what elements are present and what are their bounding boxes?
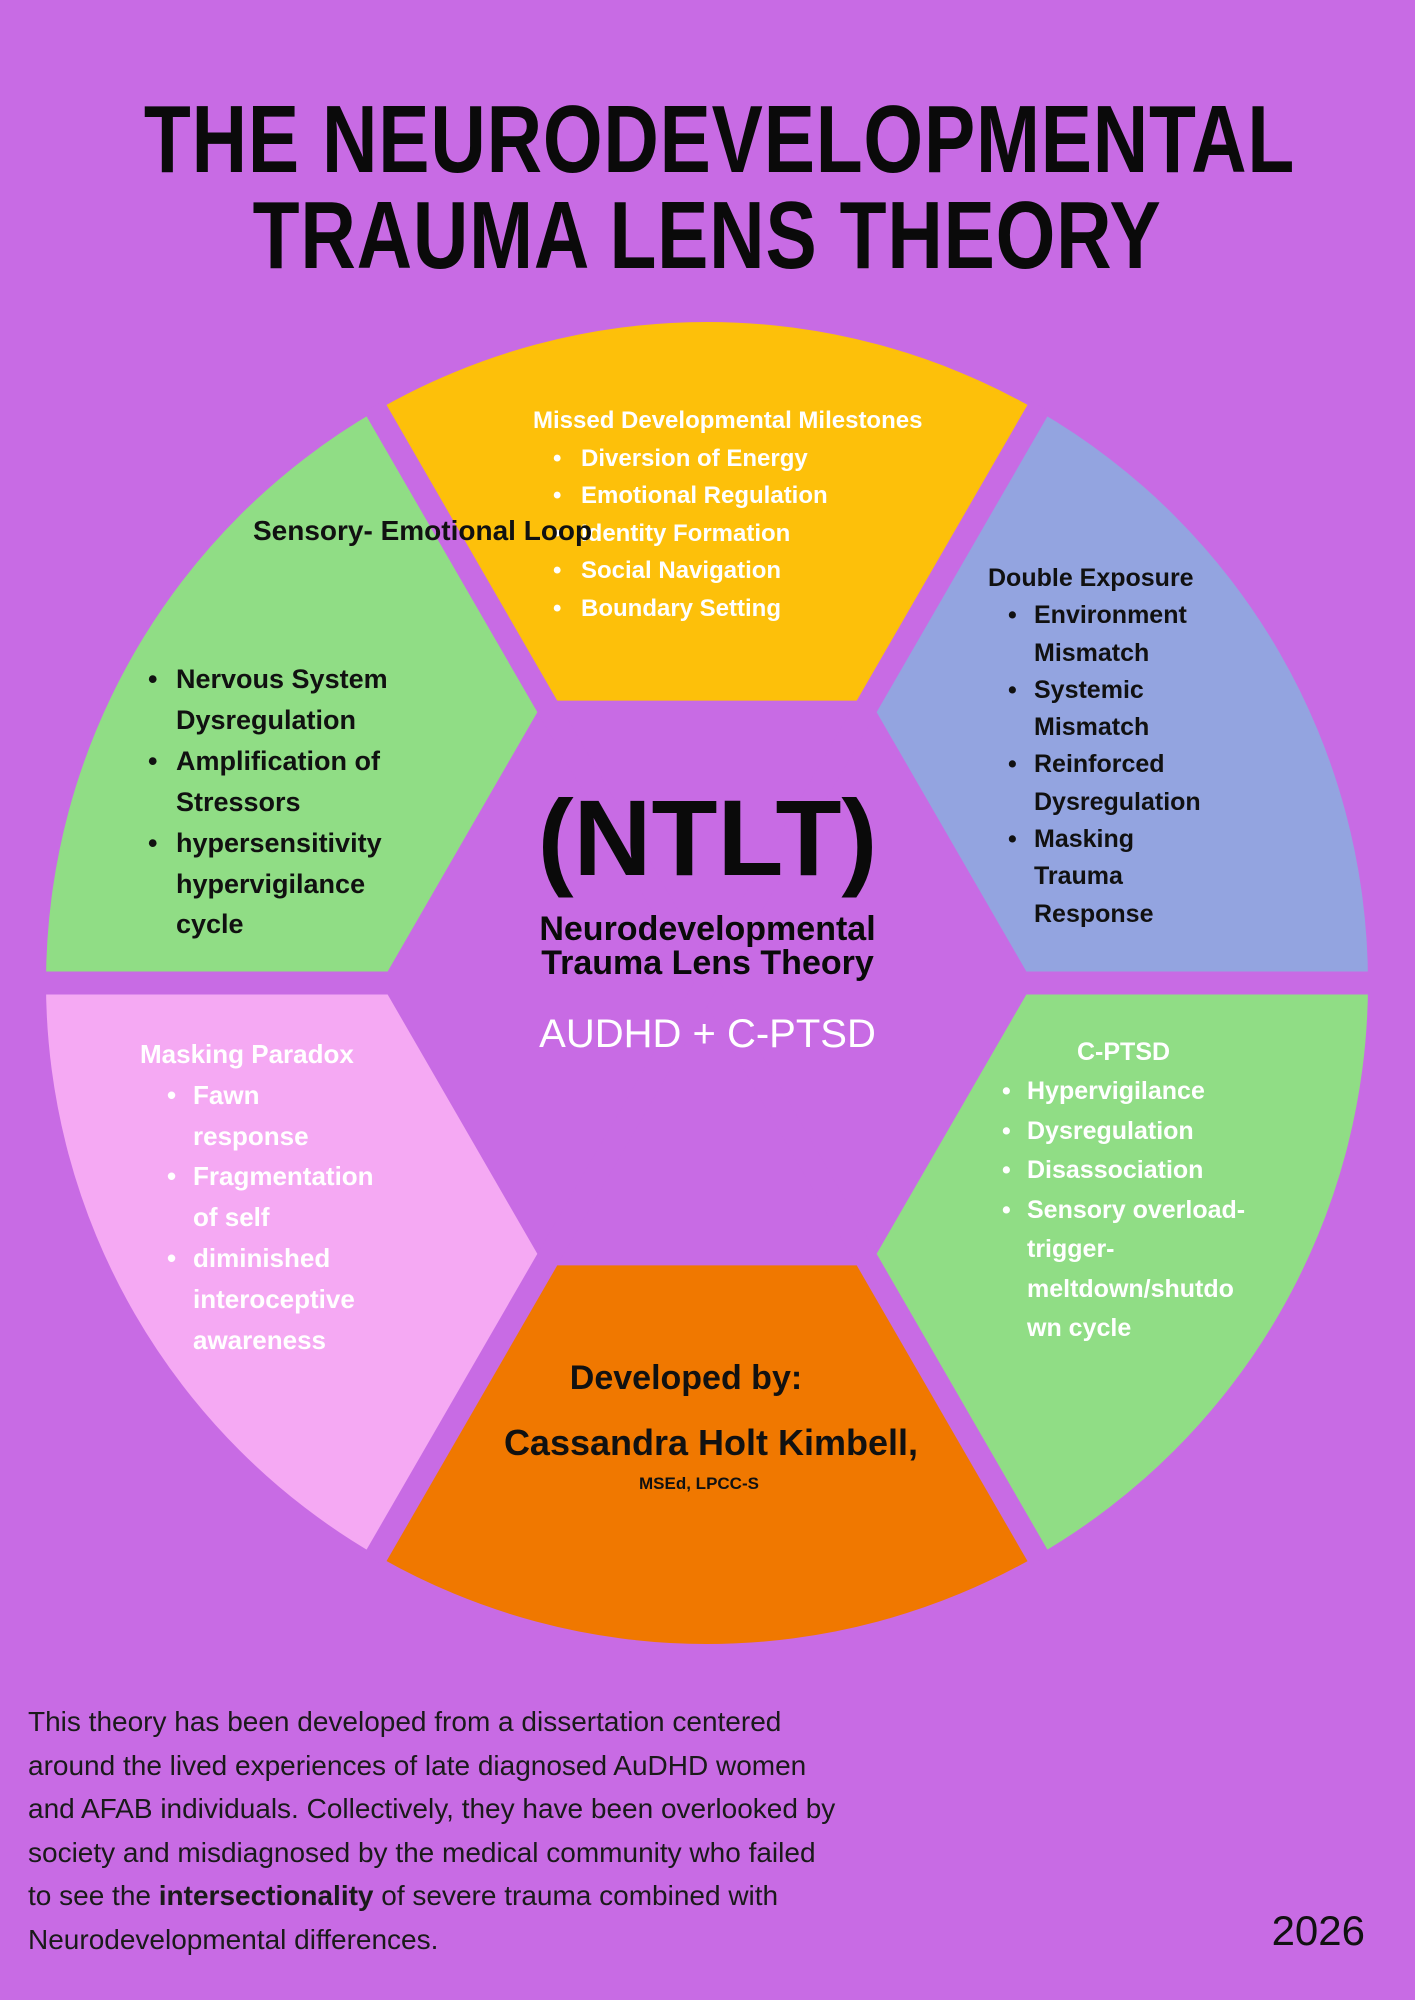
list-item: •Systemic Mismatch <box>1008 672 1201 747</box>
list-item: •Nervous System Dysregulation <box>148 659 388 741</box>
bullet-icon: • <box>1008 601 1017 630</box>
list-item: •Fawn response <box>167 1075 374 1157</box>
segment-divider <box>364 400 1050 1566</box>
masking-heading: Masking Paradox <box>140 1039 354 1069</box>
developed-by-label: Developed by: <box>569 1359 803 1397</box>
sensory-heading: Sensory- Emotional Loop <box>253 515 593 546</box>
center-acronym: (NTLT) <box>537 777 878 898</box>
milestones-segment: Missed Developmental Milestones •Diversi… <box>533 402 922 627</box>
list-item: •Dysregulation <box>1002 1112 1245 1152</box>
emphasis-intersectionality: intersectionality <box>158 1880 374 1911</box>
center-subtitle: AUDHD + C-PTSD <box>539 1012 876 1056</box>
bullet-icon: • <box>553 557 562 584</box>
bullet-icon: • <box>148 745 158 776</box>
list-item: •Social Navigation <box>553 552 922 590</box>
title-line-1: THE NEURODEVELOPMENTAL <box>143 86 1296 193</box>
paragraph-line: around the lived experiences of late dia… <box>28 1749 807 1781</box>
cptsd-segment: •Hypervigilance •Dysregulation •Disassoc… <box>1002 1072 1245 1349</box>
masking-segment: Masking Paradox •Fawn response •Fragment… <box>140 1034 374 1360</box>
bullet-icon: • <box>1008 675 1017 704</box>
list-item: •Disassociation <box>1002 1151 1245 1191</box>
author-credentials: MSEd, LPCC-S <box>639 1474 759 1493</box>
paragraph-line: Neurodevelopmental differences. <box>28 1923 439 1955</box>
bullet-icon: • <box>148 827 158 858</box>
bullet-icon: • <box>1002 1195 1011 1224</box>
bullet-icon: • <box>553 482 562 509</box>
list-item: •Hypervigilance <box>1002 1072 1245 1112</box>
bullet-icon: • <box>1002 1116 1011 1145</box>
paragraph-line: to see the intersectionality of severe t… <box>28 1880 779 1911</box>
bullet-icon: • <box>553 594 562 622</box>
list-item: •Sensory overload- trigger- meltdown/shu… <box>1002 1191 1245 1349</box>
bullet-icon: • <box>1002 1156 1011 1184</box>
double-exposure-segment: Double Exposure •Environment Mismatch •S… <box>988 560 1201 933</box>
bullet-icon: • <box>553 444 562 472</box>
list-item: • Emotional Regulation <box>553 477 922 515</box>
paragraph-line: and AFAB individuals. Collectively, they… <box>28 1793 836 1824</box>
author-name: Cassandra Holt Kimbell, <box>503 1422 919 1463</box>
list-item: •Diversion of Energy <box>553 440 922 478</box>
segment-milestones <box>376 321 1038 983</box>
bullet-icon: • <box>167 1242 177 1273</box>
paragraph-line: society and misdiagnosed by the medical … <box>28 1836 816 1868</box>
list-item: •Identity Formation <box>553 515 922 553</box>
sensory-segment: •Nervous System Dysregulation •Amplifica… <box>148 659 388 946</box>
bullet-icon: • <box>167 1079 177 1110</box>
list-item: •Reinforced Dysregulation <box>1008 746 1201 821</box>
bullet-icon: • <box>148 664 158 694</box>
list-item: •Fragmentation of self <box>167 1156 374 1238</box>
description-paragraph: This theory has been developed from a di… <box>28 1700 835 1961</box>
list-item: •Environment Mismatch <box>1008 597 1201 672</box>
title-line-2: TRAUMA LENS THEORY <box>253 182 1162 289</box>
milestones-heading: Missed Developmental Milestones <box>533 407 923 434</box>
center-name-line-2: Trauma Lens Theory <box>541 944 874 982</box>
paragraph-line: This theory has been developed from a di… <box>28 1706 782 1737</box>
cptsd-heading: C-PTSD <box>1077 1038 1171 1066</box>
bullet-icon: • <box>1008 825 1017 854</box>
list-item: •Amplification of Stressors <box>148 741 388 823</box>
bullet-icon: • <box>167 1161 177 1192</box>
list-item: •diminished interoceptive awareness <box>167 1238 374 1360</box>
center-name-line-1: Neurodevelopmental <box>539 910 876 948</box>
segment-author <box>376 983 1038 1644</box>
bullet-icon: • <box>553 519 562 547</box>
bullet-icon: • <box>1002 1077 1011 1105</box>
bullet-icon: • <box>1008 750 1017 779</box>
list-item: •Boundary Setting <box>553 590 922 628</box>
list-item: •hypersensitivity hypervigilance cycle <box>148 823 388 946</box>
list-item: •Masking Trauma Response <box>1008 821 1201 933</box>
double-exposure-heading: Double Exposure <box>988 564 1194 592</box>
year: 2026 <box>1271 1907 1365 1954</box>
